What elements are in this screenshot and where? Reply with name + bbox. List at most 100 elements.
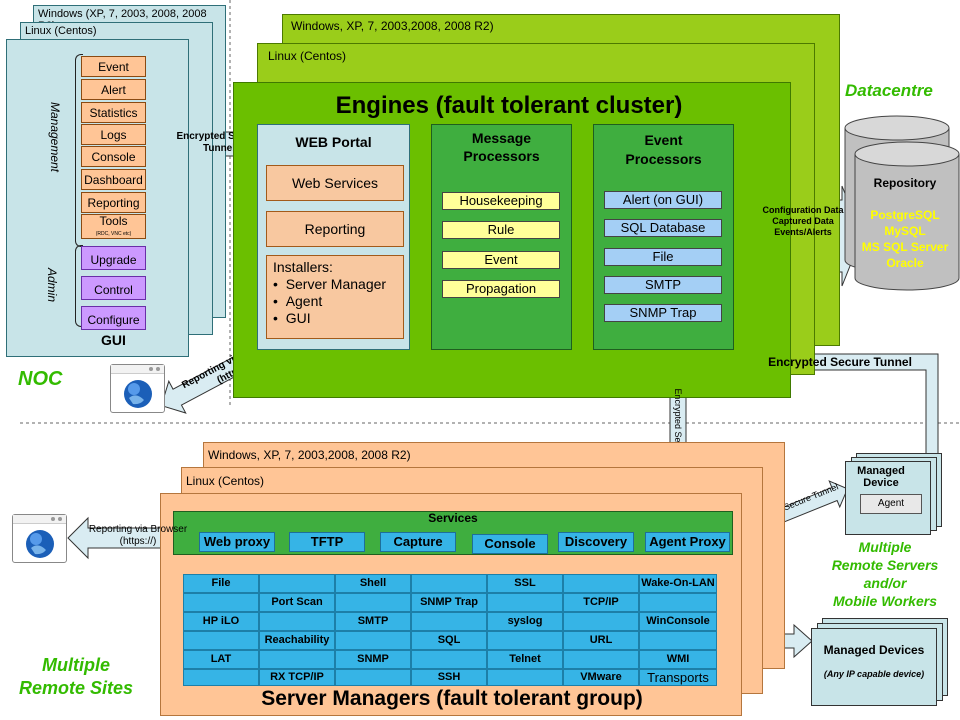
managed-devices-front: Managed Devices (Any IP capable device) bbox=[811, 628, 937, 706]
db-oracle: Oracle bbox=[886, 256, 924, 270]
transport-port-scan[interactable]: Port Scan bbox=[259, 593, 335, 612]
gui-item-configure[interactable]: Configure bbox=[81, 306, 146, 330]
admin-label: Admin bbox=[45, 267, 59, 302]
gui-item-logs[interactable]: Logs bbox=[81, 124, 146, 145]
transport-tcpip[interactable]: TCP/IP bbox=[563, 593, 639, 612]
sm-main-panel: Services Web proxy TFTP Capture Console … bbox=[160, 493, 742, 716]
service-agent-proxy[interactable]: Agent Proxy bbox=[645, 532, 730, 552]
caption-line: Mobile Workers bbox=[833, 593, 937, 609]
ep-alert[interactable]: Alert (on GUI) bbox=[604, 191, 722, 209]
web-services-box[interactable]: Web Services bbox=[266, 165, 404, 201]
transport-wake-on-lan[interactable]: Wake-On-LAN bbox=[639, 574, 717, 593]
transport-sql[interactable]: SQL bbox=[411, 631, 487, 650]
transport-filler bbox=[335, 669, 411, 686]
globe-icon bbox=[26, 530, 54, 558]
transports-grid: File HP iLO LAT Port Scan Reachability R… bbox=[183, 574, 717, 686]
gui-item-reporting[interactable]: Reporting bbox=[81, 192, 146, 213]
sites-line: Remote Sites bbox=[18, 678, 134, 698]
db-postgresql: PostgreSQL bbox=[870, 208, 940, 222]
transport-ssh[interactable]: SSH bbox=[411, 669, 487, 686]
ep-sql-database[interactable]: SQL Database bbox=[604, 219, 722, 237]
message-processors-box: Message Processors Housekeeping Rule Eve… bbox=[431, 124, 572, 350]
tunnel-label-gui-engine: Encrypted Secure Tunnel bbox=[176, 131, 262, 154]
sm-reporting-label: Reporting via Browser (https://) bbox=[88, 524, 188, 547]
caption-line: Remote Servers bbox=[831, 557, 939, 573]
transport-ssl[interactable]: SSL bbox=[487, 574, 563, 593]
services-label: Services bbox=[428, 511, 478, 525]
repository-cylinders bbox=[844, 115, 960, 291]
event-processors-title: Event Processors bbox=[625, 132, 702, 167]
service-console[interactable]: Console bbox=[472, 534, 548, 554]
transport-smtp[interactable]: SMTP bbox=[335, 612, 411, 631]
sites-line: Multiple bbox=[42, 655, 110, 675]
transport-hp-ilo[interactable]: HP iLO bbox=[183, 612, 259, 631]
repository-title: Repository bbox=[873, 176, 937, 190]
sm-browser-window bbox=[12, 514, 67, 563]
transport-filler bbox=[639, 631, 717, 650]
web-portal-box: WEB Portal Web Services Reporting Instal… bbox=[257, 124, 410, 350]
transport-lat[interactable]: LAT bbox=[183, 650, 259, 669]
services-band: Services Web proxy TFTP Capture Console … bbox=[173, 511, 733, 555]
gui-item-event[interactable]: Event bbox=[81, 56, 146, 77]
ep-snmp-trap[interactable]: SNMP Trap bbox=[604, 304, 722, 322]
ep-smtp[interactable]: SMTP bbox=[604, 276, 722, 294]
remote-servers-caption: Multiple Remote Servers and/or Mobile Wo… bbox=[820, 538, 950, 610]
transport-wmi[interactable]: WMI bbox=[639, 650, 717, 669]
gui-item-alert[interactable]: Alert bbox=[81, 79, 146, 100]
gui-item-control[interactable]: Control bbox=[81, 276, 146, 300]
transport-rx-tcpip[interactable]: RX TCP/IP bbox=[259, 669, 335, 686]
service-tftp[interactable]: TFTP bbox=[289, 532, 365, 552]
transport-vmware[interactable]: VMware bbox=[563, 669, 639, 686]
transport-filler bbox=[411, 574, 487, 593]
db-mysql: MySQL bbox=[884, 224, 926, 238]
transport-winconsole[interactable]: WinConsole bbox=[639, 612, 717, 631]
transport-url[interactable]: URL bbox=[563, 631, 639, 650]
service-discovery[interactable]: Discovery bbox=[558, 532, 634, 552]
gui-item-tools[interactable]: Tools (RDC, VNC etc) bbox=[81, 214, 146, 239]
gui-item-upgrade[interactable]: Upgrade bbox=[81, 246, 146, 270]
sm-title: Server Managers (fault tolerant group) bbox=[261, 687, 643, 710]
captured-data-line: Captured Data bbox=[772, 216, 834, 226]
tools-sub: (RDC, VNC etc) bbox=[95, 231, 132, 237]
transport-filler bbox=[411, 612, 487, 631]
mp-propagation[interactable]: Propagation bbox=[442, 280, 560, 298]
transport-snmp-trap[interactable]: SNMP Trap bbox=[411, 593, 487, 612]
transport-filler bbox=[259, 574, 335, 593]
transport-telnet[interactable]: Telnet bbox=[487, 650, 563, 669]
service-capture[interactable]: Capture bbox=[380, 532, 456, 552]
transport-reachability[interactable]: Reachability bbox=[259, 631, 335, 650]
gui-item-statistics[interactable]: Statistics bbox=[81, 102, 146, 123]
installers-box: Installers: • Server Manager • Agent • G… bbox=[266, 255, 404, 339]
gui-label: GUI bbox=[101, 332, 126, 348]
mp-rule[interactable]: Rule bbox=[442, 221, 560, 239]
sm-windows-label: Windows, XP, 7, 2003,2008, 2008 R2) bbox=[208, 448, 411, 462]
transport-filler bbox=[563, 612, 639, 631]
database-list: PostgreSQL MySQL MS SQL Server Oracle bbox=[846, 207, 960, 271]
transport-file[interactable]: File bbox=[183, 574, 259, 593]
transport-snmp[interactable]: SNMP bbox=[335, 650, 411, 669]
transport-filler bbox=[335, 631, 411, 650]
gui-item-dashboard[interactable]: Dashboard bbox=[81, 169, 146, 190]
transport-filler bbox=[487, 593, 563, 612]
gui-item-console[interactable]: Console bbox=[81, 146, 146, 167]
transport-filler bbox=[259, 612, 335, 631]
service-web-proxy[interactable]: Web proxy bbox=[199, 532, 275, 552]
installer-item[interactable]: • GUI bbox=[273, 310, 311, 326]
ep-file[interactable]: File bbox=[604, 248, 722, 266]
reporting-box[interactable]: Reporting bbox=[266, 211, 404, 247]
noc-label: NOC bbox=[18, 368, 63, 390]
event-processors-box: Event Processors Alert (on GUI) SQL Data… bbox=[593, 124, 734, 350]
gui-linux-label: Linux (Centos) bbox=[25, 25, 97, 37]
transport-filler bbox=[487, 631, 563, 650]
transport-shell[interactable]: Shell bbox=[335, 574, 411, 593]
transport-syslog[interactable]: syslog bbox=[487, 612, 563, 631]
mp-housekeeping[interactable]: Housekeeping bbox=[442, 192, 560, 210]
remote-device-label: Managed Device bbox=[857, 465, 905, 489]
transport-filler bbox=[183, 669, 259, 686]
message-processors-title: Message Processors bbox=[463, 130, 540, 164]
installer-item[interactable]: • Agent bbox=[273, 293, 323, 309]
transport-filler bbox=[639, 593, 717, 612]
installer-item[interactable]: • Server Manager bbox=[273, 276, 387, 292]
mp-event[interactable]: Event bbox=[442, 251, 560, 269]
noc-browser-window bbox=[110, 364, 165, 413]
